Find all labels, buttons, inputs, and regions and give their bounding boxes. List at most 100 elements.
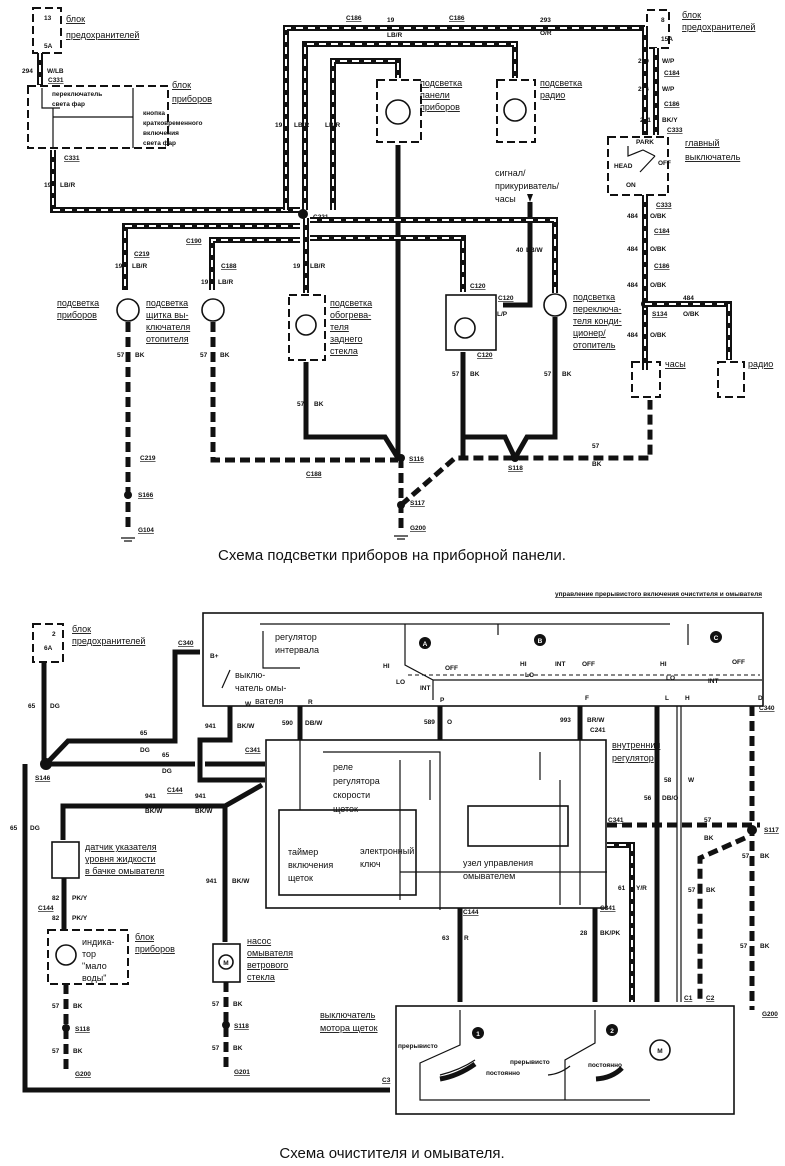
fuse-block-label-2: предохранителей — [66, 30, 139, 40]
timer-label-3: щеток — [288, 873, 313, 883]
headlamp-switch-label-1: переключатель — [52, 91, 102, 98]
panel-lamp-label-3: приборов — [420, 102, 460, 112]
connector-c186-r: C186 — [664, 101, 680, 108]
bulb-icon — [385, 99, 411, 125]
badge-a-text: A — [423, 641, 428, 648]
wire-label: BK — [706, 887, 716, 894]
wire-57-defrost — [303, 362, 401, 460]
timer-label-2: включения — [288, 860, 333, 870]
wire-label: BK/W — [237, 723, 255, 730]
wire-label: 57 — [742, 853, 750, 860]
fuse-block-label-1: блок — [66, 14, 85, 24]
bulb-icon — [503, 98, 527, 122]
wiper-control-module — [265, 739, 607, 909]
bulb-icon — [543, 293, 567, 317]
wire-label: LB/R — [325, 122, 340, 129]
motor-switch-label-1: выключатель — [320, 1010, 376, 1020]
wire-19-color: LB/R — [60, 182, 75, 189]
arrow-icon — [527, 194, 533, 202]
wire-label: 590 — [282, 720, 293, 727]
connector-c184: C184 — [664, 70, 680, 77]
washer-ctrl-label-1: узел управления — [463, 858, 533, 868]
ac-label-5: отопитель — [573, 340, 616, 350]
level-sensor-box — [51, 841, 80, 879]
connector-c2: C2 — [706, 995, 715, 1002]
defrost-label-2: обогрева- — [330, 310, 371, 320]
ground-g200-2-label: G200 — [762, 1011, 778, 1018]
wire-label: BK — [470, 371, 480, 378]
motor-label: M — [657, 1048, 662, 1055]
connector-c341-d: C341 — [600, 905, 616, 912]
wire-label: LB/R — [218, 279, 233, 286]
panel-lamp-label-2: панели — [420, 90, 450, 100]
motor-switch-label-2: мотора щеток — [320, 1023, 378, 1033]
pin-p: P — [440, 697, 445, 704]
clock-box — [631, 361, 661, 398]
wire-296-color: W/P — [662, 86, 675, 93]
pump-label-2: омывателя — [247, 948, 293, 958]
wire-941-pump — [190, 803, 228, 942]
interval-reg-label-1: регулятор — [275, 632, 317, 642]
module-title: управление прерывистого включения очисти… — [555, 591, 762, 598]
wire-label: BK/W — [195, 808, 213, 815]
wire-label: 57 — [592, 443, 600, 450]
wire-label: 57 — [52, 1003, 60, 1010]
wire-label: 484 — [627, 282, 638, 289]
connector-c341-b: C341 — [608, 817, 624, 824]
splice-s118 — [511, 454, 519, 462]
instrument-cluster-box — [27, 85, 169, 149]
badge-2-text: 2 — [610, 1028, 614, 1035]
wire-label: BK — [760, 943, 770, 950]
clock-label: часы — [665, 359, 686, 369]
low-water-label-3: "мало — [82, 961, 107, 971]
panel-lamp-box — [376, 79, 422, 143]
wire-40 — [503, 202, 533, 308]
wire-label: BK — [704, 835, 714, 842]
ground-icon — [121, 537, 135, 542]
fuse-rating-right: 15A — [661, 36, 673, 43]
connector-c219: C219 — [134, 251, 150, 258]
defrost-label-5: стекла — [330, 346, 358, 356]
radio-lamp-label-2: радио — [540, 90, 565, 100]
switch-a-int: INT — [420, 685, 431, 692]
switch-b-int: INT — [555, 661, 566, 668]
key-label-1: электронный — [360, 846, 414, 856]
pin-w: W — [245, 701, 252, 708]
wire-40-circuit: 40 — [516, 247, 524, 254]
flash-label-3: включения — [143, 130, 179, 137]
fuse2-label-1: блок — [72, 624, 91, 634]
pump-label-3: ветрового — [247, 960, 288, 970]
connector-c340-b: C340 — [759, 705, 775, 712]
headlamp-switch-label-2: света фар — [52, 101, 85, 108]
fuse-right-label-2: предохранителей — [682, 22, 755, 32]
washer-switch-label-1: выклю- — [235, 670, 265, 680]
wire-19-clock — [310, 235, 466, 292]
wire-label: LB/R — [387, 32, 402, 39]
wire-label: BK/W — [145, 808, 163, 815]
diagram-1-instrument-illumination: 13 5A блок предохранителей 294 W/LB C331… — [22, 7, 773, 564]
wire-label: 56 — [644, 795, 652, 802]
wire-19-panel — [330, 58, 401, 210]
wire-19-circuit: 19 — [44, 182, 52, 189]
wire-label: 941 — [206, 878, 217, 885]
defrost-label-4: заднего — [330, 334, 362, 344]
bulb-icon — [116, 298, 140, 322]
diagram-1-caption: Схема подсветки приборов на приборной па… — [218, 547, 566, 564]
wire-label: DB/W — [305, 720, 323, 727]
cluster-label-2: приборов — [172, 94, 212, 104]
wire-label: BK — [220, 352, 230, 359]
main-switch-label-2: выключатель — [685, 152, 741, 162]
wire-label: 484 — [627, 246, 638, 253]
cluster-label-1: блок — [172, 80, 191, 90]
wire-label: BR/W — [587, 717, 605, 724]
panel-lamp-label-1: подсветка — [420, 78, 462, 88]
wire-label: 57 — [52, 1048, 60, 1055]
ac-label-3: теля конди- — [573, 316, 622, 326]
connector-c341-c: C144 — [463, 909, 479, 916]
switch-head-label: HEAD — [614, 163, 633, 170]
wire-label: 65 — [10, 825, 18, 832]
switch-a-hi: HI — [383, 663, 390, 670]
wire-label: 57 — [117, 352, 125, 359]
flash-label-4: света фар — [143, 140, 176, 147]
